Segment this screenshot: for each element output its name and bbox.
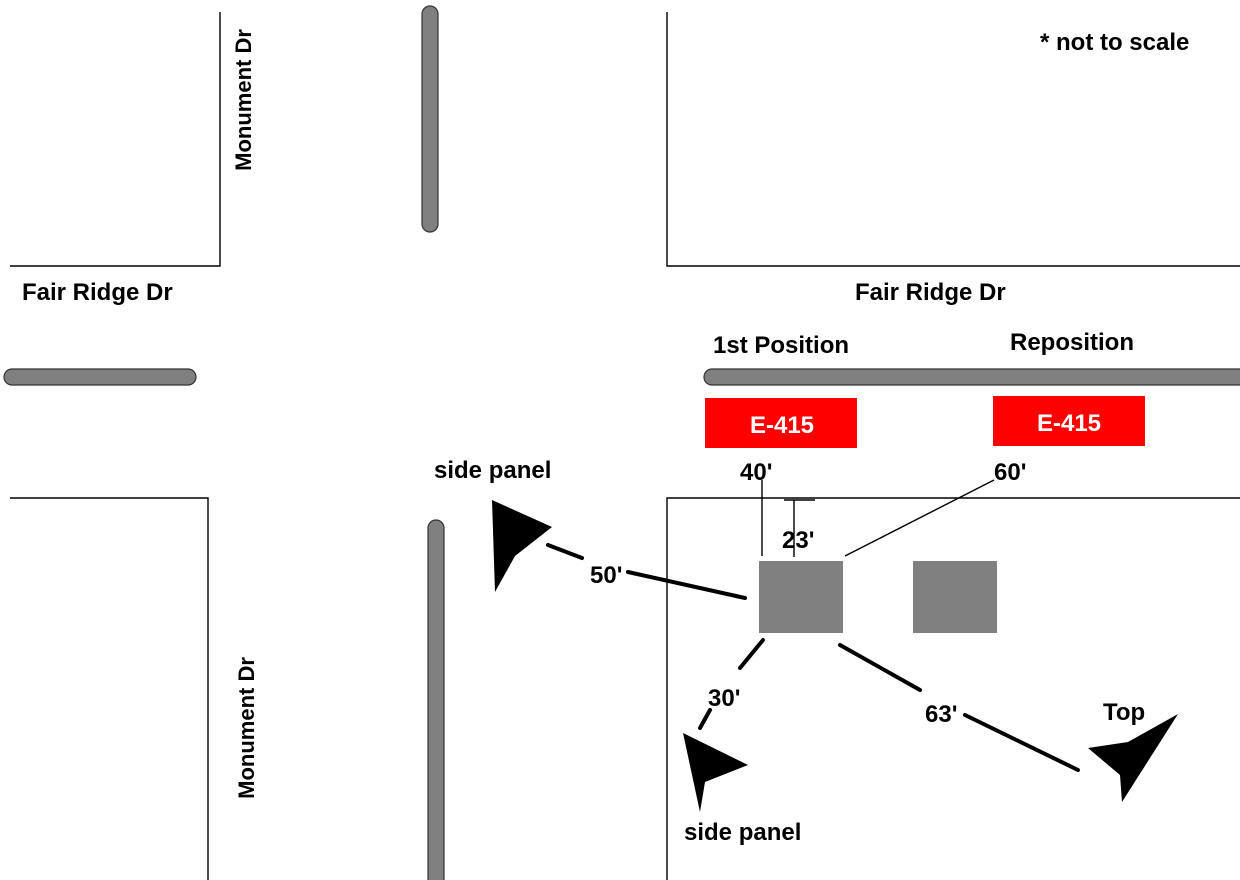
view-label-side-panel-bottom: side panel bbox=[684, 819, 801, 846]
measure-line-30b bbox=[698, 708, 712, 730]
measure-line-50a bbox=[546, 543, 584, 560]
position-label-first: 1st Position bbox=[713, 332, 849, 359]
median-south bbox=[427, 519, 445, 880]
street-label-monument-bottom: Monument Dr bbox=[234, 657, 259, 799]
engine-first-position: E-415 bbox=[705, 398, 857, 448]
engine-body bbox=[993, 396, 1145, 446]
distance-label-30: 30' bbox=[708, 685, 740, 712]
median-north bbox=[421, 5, 439, 233]
engine-reposition: E-415 bbox=[993, 396, 1145, 446]
position-label-reposition: Reposition bbox=[1010, 329, 1134, 356]
engine-body bbox=[705, 398, 857, 448]
view-arrow-side-panel-left-icon bbox=[492, 500, 552, 592]
measure-line-30a bbox=[738, 638, 765, 670]
median-west bbox=[3, 368, 197, 386]
distance-label-50: 50' bbox=[590, 562, 622, 589]
street-label-fair-ridge-left: Fair Ridge Dr bbox=[22, 279, 173, 306]
block-edge-bottom-right bbox=[666, 497, 1240, 880]
block-edge-top-right bbox=[666, 12, 1240, 267]
measure-line-50b bbox=[626, 570, 747, 600]
distance-label-63: 63' bbox=[925, 701, 957, 728]
median-east bbox=[703, 368, 1240, 386]
block-edge-bottom-left bbox=[10, 497, 209, 880]
view-arrow-side-panel-bottom-icon bbox=[683, 733, 748, 812]
engine-label: E-415 bbox=[750, 412, 814, 439]
block-edge-top-left bbox=[10, 12, 221, 267]
distance-label-40: 40' bbox=[740, 459, 772, 486]
measure-line-63a bbox=[838, 643, 922, 692]
view-label-top: Top bbox=[1103, 699, 1145, 726]
measure-line-63b bbox=[963, 713, 1080, 772]
view-arrow-top-icon bbox=[1088, 714, 1178, 802]
view-label-side-panel-left: side panel bbox=[434, 457, 551, 484]
engine-label: E-415 bbox=[1037, 410, 1101, 437]
building-main bbox=[759, 561, 843, 633]
measure-line-60 bbox=[844, 479, 995, 557]
scale-note: * not to scale bbox=[1040, 29, 1189, 56]
building-secondary bbox=[913, 561, 997, 633]
distance-label-60: 60' bbox=[994, 459, 1026, 486]
distance-label-23: 23' bbox=[782, 527, 814, 554]
street-label-fair-ridge-right: Fair Ridge Dr bbox=[855, 279, 1006, 306]
street-label-monument-top: Monument Dr bbox=[231, 29, 256, 171]
